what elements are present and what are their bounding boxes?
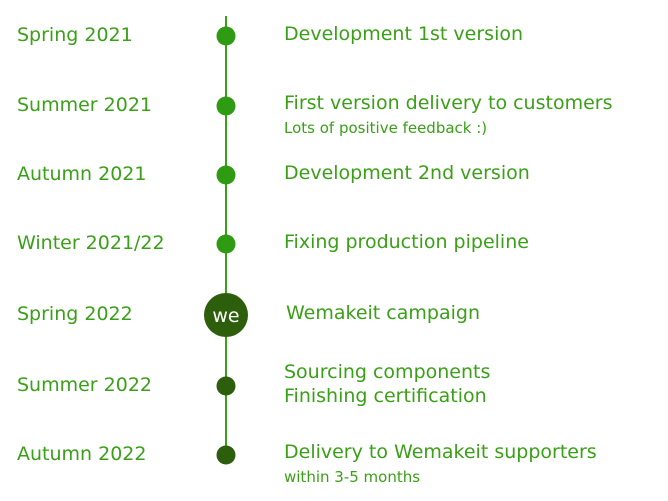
milestone-note: Lots of positive feedback :) (284, 119, 488, 137)
timeline-dot-done (216, 234, 236, 254)
milestone-date: Summer 2022 (17, 374, 153, 396)
timeline-badge-current: we (204, 293, 248, 337)
timeline-dot-future (216, 376, 236, 396)
milestone-title: Delivery to Wemakeit supporters (284, 441, 597, 463)
milestone-description: Fixing production pipeline (284, 230, 529, 254)
milestone-date: Spring 2022 (17, 303, 133, 325)
timeline-dot-done (216, 26, 236, 46)
milestone-date: Spring 2021 (17, 24, 133, 46)
milestone-date: Winter 2021/22 (17, 232, 165, 254)
milestone-date: Autumn 2021 (17, 163, 147, 185)
milestone-title: Sourcing components (284, 361, 491, 383)
milestone-title: Wemakeit campaign (286, 302, 480, 324)
timeline-dot-done (216, 96, 236, 116)
milestone-title: First version delivery to customers (284, 92, 613, 114)
milestone-description: Wemakeit campaign (286, 301, 480, 325)
milestone-date: Autumn 2022 (17, 443, 147, 465)
milestone-title: Development 2nd version (284, 162, 530, 184)
badge-label: we (212, 305, 239, 327)
milestone-title: Development 1st version (284, 23, 524, 45)
timeline-dot-future (216, 445, 236, 465)
timeline-dot-done (216, 165, 236, 185)
milestone-description: Development 2nd version (284, 161, 530, 185)
badge-circle (204, 293, 248, 337)
milestone-description: Development 1st version (284, 22, 523, 46)
milestone-date: Summer 2021 (17, 94, 153, 116)
milestone-title: Fixing production pipeline (284, 231, 529, 253)
milestone-description: Delivery to Wemakeit supporters within 3-… (284, 440, 597, 488)
milestone-note: Finishing certification (284, 385, 487, 407)
milestone-note: within 3-5 months (284, 468, 421, 486)
